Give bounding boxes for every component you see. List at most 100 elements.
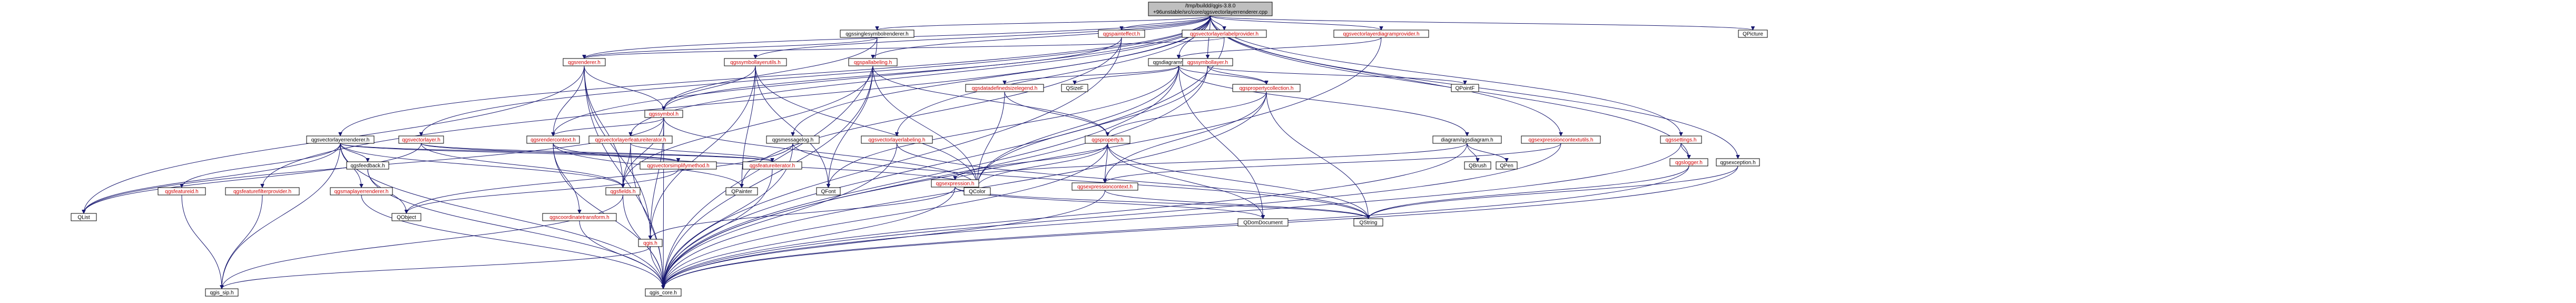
edge-qgsmaplayerrenderer-to-qgis_core: [361, 194, 663, 289]
node-qgsexpression[interactable]: qgsexpression.h: [931, 179, 979, 188]
node-diagram_qgsdiagram[interactable]: diagram/qgsdiagram.h: [1432, 135, 1502, 144]
node-box: [1464, 161, 1491, 170]
node-qgsfeatureiterator[interactable]: qgsfeatureiterator.h: [742, 161, 802, 170]
node-box: [1451, 84, 1479, 92]
dependency-nodes: /tmp/buildd/qgis-3.8.0+96unstable/src/co…: [71, 2, 1768, 297]
node-qgsexpressioncontextutils[interactable]: qgsexpressioncontextutils.h: [1521, 135, 1601, 144]
node-qgsrendercontext[interactable]: qgsrendercontext.h: [526, 135, 580, 144]
node-qgsvectorlayerrenderer[interactable]: qgsvectorlayerrenderer.h: [306, 135, 375, 144]
edge-qgsfeedback-to-qgis_core: [367, 169, 663, 289]
node-qgsfeaturefilterprovider[interactable]: qgsfeaturefilterprovider.h: [225, 187, 300, 196]
node-box: [931, 179, 979, 188]
node-qgsfields[interactable]: qgsfields.h: [605, 187, 641, 196]
node-label: qgsrenderer.h: [568, 60, 601, 66]
node-box: [1061, 84, 1088, 92]
node-box: [1738, 30, 1768, 38]
edge-qgscoordinatetransform-to-qgis_core: [579, 220, 663, 289]
edge-qgsproperty-to-qgis_core: [663, 143, 1108, 289]
node-QBrush[interactable]: QBrush: [1464, 161, 1491, 170]
edge-qgsvectorlayerrenderer-to-qgsfeedback: [340, 143, 368, 162]
edge-qgsvectorlayerlabeling-to-QString: [897, 143, 1369, 219]
node-label: qgsrendercontext.h: [530, 138, 576, 143]
node-label: qgsmessagelog.h: [772, 138, 813, 143]
node-QFont[interactable]: QFont: [816, 187, 841, 196]
node-qgspropertycollection[interactable]: qgspropertycollection.h: [1232, 84, 1301, 92]
node-box: [725, 187, 758, 196]
node-qgsvectorlayerlabelprovider[interactable]: qgsvectorlayerlabelprovider.h: [1182, 30, 1267, 38]
node-QDomDocument[interactable]: QDomDocument: [1237, 218, 1289, 227]
edge-qgssettings-to-qgslogger: [1680, 143, 1689, 159]
node-qgsvectorlayerlabeling[interactable]: qgsvectorlayerlabeling.h: [861, 135, 933, 144]
edge-root-to-qgssettings: [1210, 15, 1682, 136]
edge-qgsproperty-to-QColor: [977, 143, 1108, 188]
node-qgsvectorlayerfeatureiterator[interactable]: qgsvectorlayerfeatureiterator.h: [588, 135, 673, 144]
edge-qgssinglesymbolrenderer-to-qgssymbol: [664, 37, 878, 110]
edge-qgsdiagramrenderer-to-qgis_core: [663, 65, 1179, 289]
node-qgscoordinatetransform[interactable]: qgscoordinatetransform.h: [542, 213, 617, 221]
node-label: qgis.h: [643, 241, 657, 247]
node-box: [1085, 135, 1130, 144]
node-qgspainteffect[interactable]: qgspainteffect.h: [1098, 30, 1145, 38]
node-qgsexception[interactable]: qgsexception.h: [1716, 158, 1760, 167]
node-QPainter[interactable]: QPainter: [725, 187, 758, 196]
node-box: [816, 187, 841, 196]
node-qgsdatadefinedsizelegend[interactable]: qgsdatadefinedsizelegend.h: [965, 84, 1044, 92]
node-qgsfeedback[interactable]: qgsfeedback.h: [346, 161, 389, 170]
edge-qgsdiagramrenderer-to-qgspropertycollection: [1178, 65, 1267, 85]
node-qgssymbollayerutils[interactable]: qgssymbollayerutils.h: [724, 58, 787, 66]
node-QColor[interactable]: QColor: [963, 187, 991, 196]
node-qgssinglesymbolrenderer[interactable]: qgssinglesymbolrenderer.h: [840, 30, 915, 38]
edge-qgsmessagelog-to-QString: [792, 143, 1369, 219]
node-qgsproperty[interactable]: qgsproperty.h: [1085, 135, 1130, 144]
node-qgssettings[interactable]: qgssettings.h: [1660, 135, 1702, 144]
node-box: [205, 288, 239, 297]
node-qgsfeatured[interactable]: qgsfeatureid.h: [158, 187, 206, 196]
node-qgis_core[interactable]: qgis_core.h: [645, 288, 682, 297]
node-qgsvectorlayer[interactable]: qgsvectorlayer.h: [398, 135, 444, 144]
node-label: qgsdatadefinedsizelegend.h: [972, 86, 1038, 92]
edge-qgsvectorlayerrenderer-to-qgsfields: [340, 143, 623, 188]
edge-qgsvectorlayerdiagramprovider-to-qgis_core: [663, 37, 1382, 289]
node-qgsmaplayerrenderer[interactable]: qgsmaplayerrenderer.h: [330, 187, 393, 196]
node-box: [1232, 84, 1301, 92]
edge-qgsvectorlayerrenderer-to-qgis_core: [340, 143, 663, 289]
node-label: qgssymbol.h: [649, 112, 679, 118]
edge-qgspallabeling-to-qgsfields: [623, 65, 873, 188]
node-qgsmessagelog[interactable]: qgsmessagelog.h: [766, 135, 820, 144]
edge-qgsvectorlayer-to-qgsvectorsimplifymethod: [421, 143, 679, 162]
node-label: QList: [77, 215, 90, 221]
node-label: qgsmaplayerrenderer.h: [335, 189, 389, 195]
node-label: QPointF: [1456, 86, 1475, 92]
edge-qgsrenderer-to-qgssymbol: [584, 65, 664, 110]
edge-qgsdiagramrenderer-to-QFont: [829, 65, 1179, 188]
edge-qgssymbollayer-to-QPointF: [1207, 65, 1466, 85]
node-label: qgsexception.h: [1720, 160, 1755, 166]
node-QObject[interactable]: QObject: [391, 213, 421, 221]
node-qgsrenderer[interactable]: qgsrenderer.h: [563, 58, 606, 66]
node-qgsexpressioncontext[interactable]: qgsexpressioncontext.h: [1071, 182, 1138, 191]
node-qgis[interactable]: qgis.h: [638, 239, 663, 247]
node-QPointF[interactable]: QPointF: [1451, 84, 1479, 92]
node-QList[interactable]: QList: [71, 213, 97, 221]
node-root[interactable]: /tmp/buildd/qgis-3.8.0+96unstable/src/co…: [1148, 2, 1273, 16]
node-qgspallabeling[interactable]: qgspallabeling.h: [848, 58, 898, 66]
edge-root-to-qgsvectorlayerrenderer: [340, 15, 1211, 136]
node-qgssymbollayer[interactable]: qgssymbollayer.h: [1182, 58, 1233, 66]
edge-root-to-qgspallabeling: [873, 15, 1211, 59]
node-qgsvectorlayerdiagramprovider[interactable]: qgsvectorlayerdiagramprovider.h: [1333, 30, 1429, 38]
node-qgsvectorsimplifymethod[interactable]: qgsvectorsimplifymethod.h: [640, 161, 717, 170]
node-qgis_sip[interactable]: qgis_sip.h: [205, 288, 239, 297]
node-box: [644, 110, 683, 118]
node-label: qgspropertycollection.h: [1240, 86, 1294, 92]
node-qgslogger[interactable]: qgslogger.h: [1669, 158, 1708, 167]
node-box: [1071, 182, 1138, 191]
node-qgssymbol[interactable]: qgssymbol.h: [644, 110, 683, 118]
node-QSizeF[interactable]: QSizeF: [1061, 84, 1088, 92]
node-label: QPen: [1500, 163, 1513, 169]
edge-root-to-qgsfeaturefilterprovider: [262, 15, 1211, 188]
edge-qgssymbol-to-qgsrendercontext: [553, 117, 664, 136]
node-QPicture[interactable]: QPicture: [1738, 30, 1768, 38]
node-label: QPicture: [1743, 32, 1763, 37]
node-QString[interactable]: QString: [1353, 218, 1383, 227]
node-QPen[interactable]: QPen: [1496, 161, 1518, 170]
